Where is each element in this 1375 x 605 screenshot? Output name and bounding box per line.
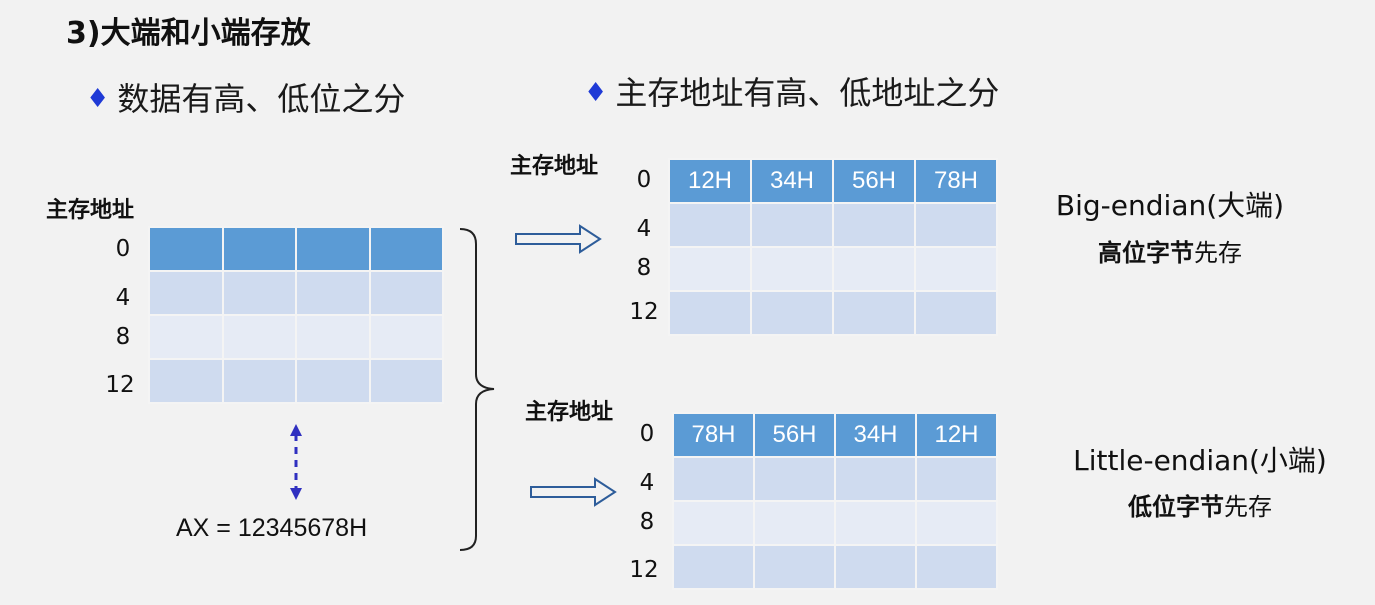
memory-table-source: [148, 226, 444, 404]
address-header-little: 主存地址: [525, 400, 614, 425]
desc-bold: 低位字节: [1128, 493, 1224, 521]
byte-cell: 78H: [914, 158, 998, 204]
byte-cell: 56H: [753, 412, 836, 458]
memory-cell: [832, 246, 916, 292]
diamond-bullet-icon: ♦: [86, 84, 110, 114]
memory-table-big-endian: 12H 34H 56H 78H: [668, 158, 998, 336]
row-label-4: 4: [639, 470, 655, 496]
memory-cell: [915, 500, 998, 546]
dashed-double-arrow-icon: [290, 424, 302, 500]
desc-bold: 高位字节: [1098, 239, 1194, 267]
row-label-0: 0: [636, 167, 652, 193]
memory-cell: [221, 226, 297, 272]
byte-cell: 34H: [834, 412, 917, 458]
memory-cell: [295, 226, 371, 272]
little-endian-description: 低位字节先存: [1055, 487, 1345, 522]
memory-cell: [295, 314, 371, 360]
row-label-0: 0: [115, 236, 131, 262]
memory-table-little-endian: 78H 56H 34H 12H: [672, 412, 998, 590]
big-endian-description: 高位字节先存: [1040, 233, 1300, 268]
byte-cell: 12H: [668, 158, 752, 204]
row-label-12: 12: [629, 557, 659, 583]
memory-cell: [221, 358, 297, 404]
memory-cell: [834, 544, 917, 590]
row-label-8: 8: [636, 255, 652, 281]
byte-cell: 34H: [750, 158, 834, 204]
desc-rest: 先存: [1224, 493, 1272, 521]
row-label-12: 12: [629, 299, 659, 325]
byte-cell: 12H: [915, 412, 998, 458]
curly-brace: [459, 228, 495, 551]
memory-cell: [832, 202, 916, 248]
memory-cell: [834, 456, 917, 502]
memory-cell: [148, 314, 224, 360]
memory-cell: [295, 358, 371, 404]
memory-cell: [750, 290, 834, 336]
memory-cell: [148, 226, 224, 272]
memory-cell: [832, 290, 916, 336]
little-endian-label: Little-endian(小端): [1073, 444, 1327, 477]
memory-cell: [221, 314, 297, 360]
memory-cell: [148, 270, 224, 316]
memory-cell: [834, 500, 917, 546]
memory-cell: [368, 314, 444, 360]
memory-cell: [368, 358, 444, 404]
memory-cell: [368, 226, 444, 272]
memory-cell: [148, 358, 224, 404]
memory-cell: [914, 202, 998, 248]
memory-cell: [668, 290, 752, 336]
diamond-bullet-icon: ♦: [584, 78, 608, 108]
memory-cell: [914, 290, 998, 336]
desc-rest: 先存: [1194, 239, 1242, 267]
slide-title: 3)大端和小端存放: [66, 16, 311, 51]
bullet-data-bits: ♦数据有高、低位之分: [86, 74, 405, 120]
ax-register-value: AX = 12345678H: [176, 514, 368, 542]
arrow-right-icon: [515, 224, 602, 254]
byte-cell: 56H: [832, 158, 916, 204]
arrow-right-icon: [530, 477, 617, 507]
memory-cell: [915, 456, 998, 502]
memory-cell: [672, 456, 755, 502]
memory-cell: [295, 270, 371, 316]
memory-cell: [368, 270, 444, 316]
memory-cell: [668, 202, 752, 248]
row-label-4: 4: [636, 216, 652, 242]
byte-cell: 78H: [672, 412, 755, 458]
memory-cell: [668, 246, 752, 292]
memory-cell: [221, 270, 297, 316]
memory-cell: [750, 202, 834, 248]
row-label-8: 8: [639, 509, 655, 535]
bullet-address-order: ♦主存地址有高、低地址之分: [584, 68, 999, 114]
memory-cell: [914, 246, 998, 292]
row-label-8: 8: [115, 324, 131, 350]
bullet-text: 数据有高、低位之分: [117, 80, 406, 118]
big-endian-label: Big-endian(大端): [1055, 189, 1285, 222]
address-header-big: 主存地址: [510, 154, 599, 179]
row-label-4: 4: [115, 285, 131, 311]
memory-cell: [915, 544, 998, 590]
memory-cell: [672, 500, 755, 546]
memory-cell: [753, 456, 836, 502]
row-label-12: 12: [105, 372, 135, 398]
memory-cell: [753, 544, 836, 590]
row-label-0: 0: [639, 421, 655, 447]
memory-cell: [753, 500, 836, 546]
bullet-text: 主存地址有高、低地址之分: [615, 74, 1000, 112]
memory-cell: [672, 544, 755, 590]
memory-cell: [750, 246, 834, 292]
address-header-left: 主存地址: [46, 198, 135, 223]
